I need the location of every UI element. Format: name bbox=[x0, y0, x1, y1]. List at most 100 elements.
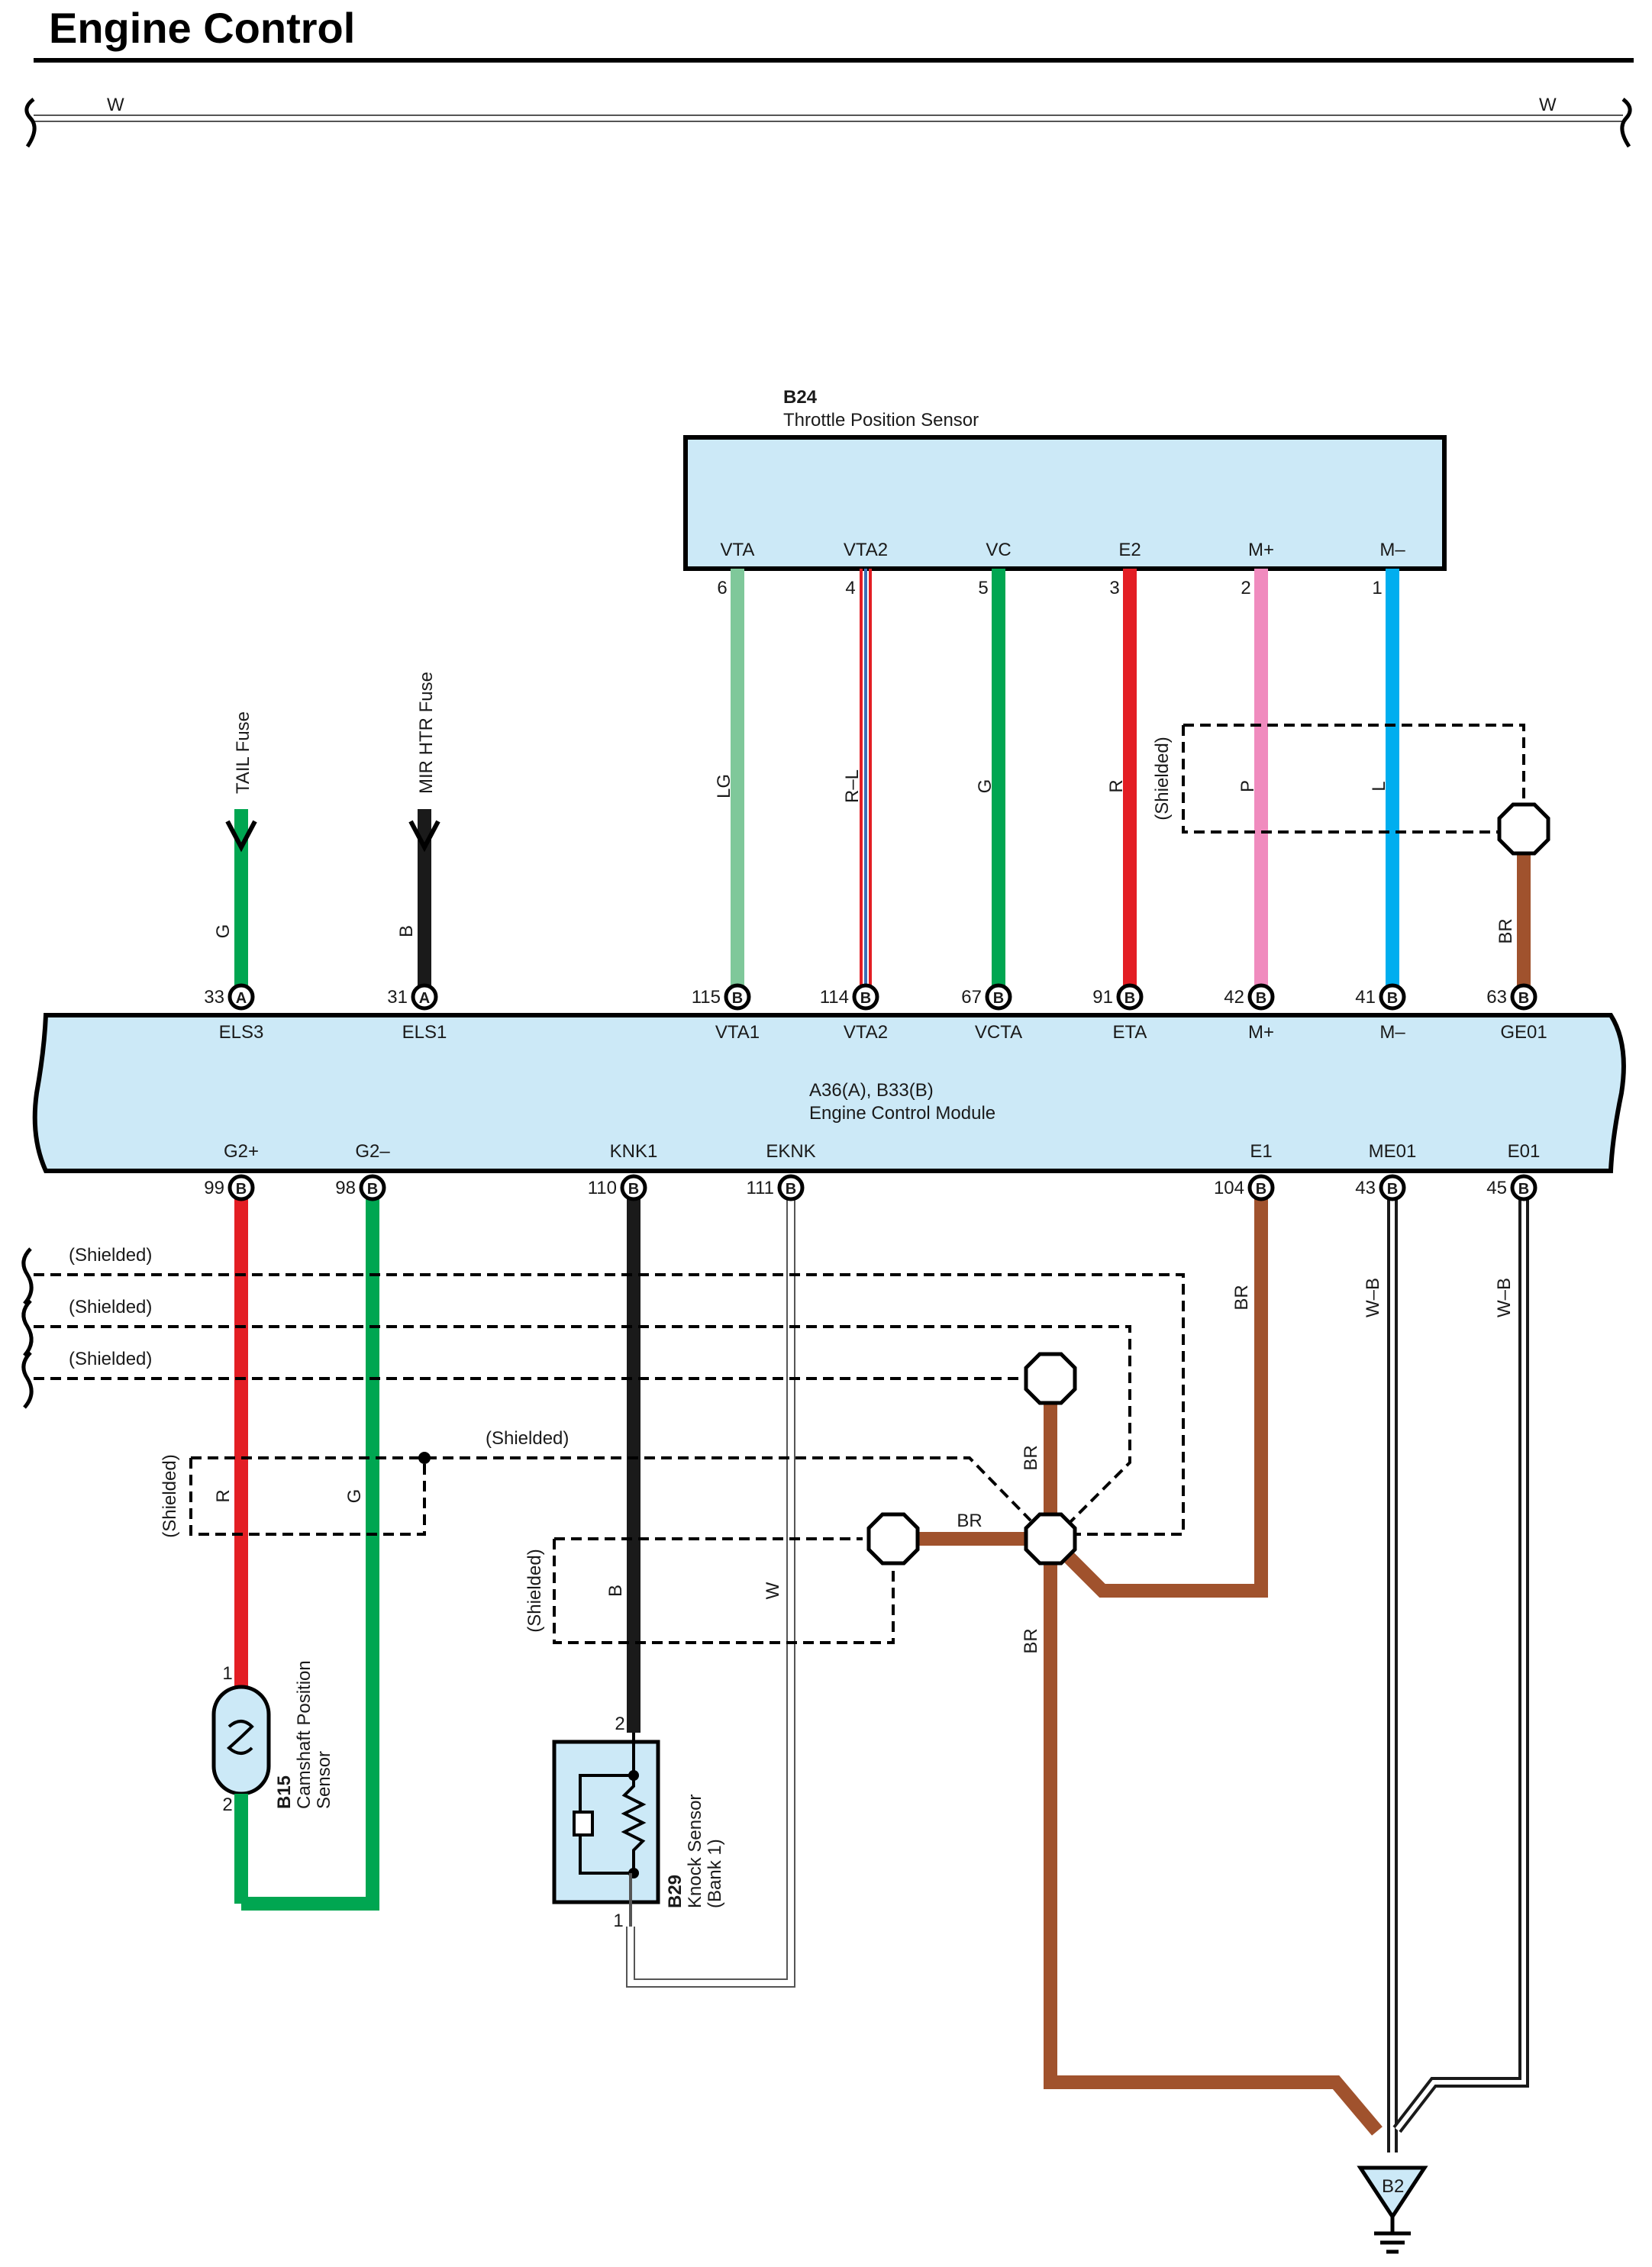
ecm-bottom-pin-label: E1 bbox=[1250, 1141, 1272, 1162]
ground-code: B2 bbox=[1382, 2176, 1404, 2197]
cam-sensor-name: Sensor bbox=[314, 1751, 334, 1809]
connector-pin bbox=[227, 1174, 255, 1201]
tps-wire-color: L bbox=[1369, 781, 1389, 791]
tps-pin-label: VTA2 bbox=[844, 540, 888, 560]
ecm-top-pin-number: 115 bbox=[692, 987, 721, 1008]
tps-pin-number: 1 bbox=[1372, 578, 1382, 598]
connector-letter: A bbox=[419, 990, 430, 1007]
tps-pin-number: 2 bbox=[1241, 578, 1250, 598]
shield-ground-ge01 bbox=[1497, 802, 1550, 856]
connector-letter: B bbox=[1518, 990, 1529, 1007]
tps-pin-label: M– bbox=[1379, 540, 1405, 560]
knock-sensor-pin: 2 bbox=[615, 1714, 624, 1734]
connector-pin bbox=[1510, 983, 1537, 1011]
ecm-top-pin-label: M– bbox=[1379, 1022, 1405, 1043]
ecm-top-pin-number: 31 bbox=[387, 987, 408, 1008]
wire-color-r: R bbox=[213, 1489, 234, 1502]
connector-letter: B bbox=[367, 1181, 378, 1198]
connector-letter: A bbox=[236, 990, 247, 1007]
knock-sensor-name: (Bank 1) bbox=[705, 1839, 725, 1908]
connector-letter: B bbox=[628, 1181, 639, 1198]
wire-color-b: B bbox=[396, 925, 417, 937]
ecm-top-pin-number: 63 bbox=[1486, 987, 1507, 1008]
ecm-name: Engine Control Module bbox=[809, 1103, 995, 1124]
connector-pin bbox=[724, 983, 751, 1011]
ecm-bottom-wires bbox=[234, 1188, 1529, 2153]
tps-pin-number: 4 bbox=[845, 578, 855, 598]
ecm-bottom-pin-number: 104 bbox=[1214, 1178, 1244, 1198]
connector-pin bbox=[411, 983, 438, 1011]
ecm-bottom-pin-label: E01 bbox=[1508, 1141, 1541, 1162]
knock-sensor-pin: 1 bbox=[613, 1911, 623, 1931]
shielded-label: (Shielded) bbox=[1152, 737, 1173, 820]
connector-letter: B bbox=[860, 990, 871, 1007]
connector-pin bbox=[620, 1174, 647, 1201]
page-title: Engine Control bbox=[49, 4, 355, 52]
ecm-top-pin-label: VCTA bbox=[975, 1022, 1022, 1043]
wire-color-br: BR bbox=[957, 1511, 982, 1531]
knock-sensor bbox=[552, 1733, 660, 1927]
connector-pin bbox=[227, 983, 255, 1011]
cam-sensor-code: B15 bbox=[274, 1775, 295, 1809]
ecm-bottom-pin-label: G2+ bbox=[224, 1141, 259, 1162]
knock-sensor-name: Knock Sensor bbox=[685, 1795, 705, 1908]
ecm-bottom-pin-label: ME01 bbox=[1369, 1141, 1417, 1162]
shield-pl bbox=[1182, 724, 1525, 834]
wire-wb-e01 bbox=[1395, 1188, 1526, 2131]
top-w-wire: W W bbox=[24, 95, 1632, 148]
connector-letter: B bbox=[1518, 1181, 1529, 1198]
wire-color-br: BR bbox=[1496, 918, 1516, 943]
cam-sensor-pin: 2 bbox=[222, 1795, 232, 1815]
wire-color-g: G bbox=[213, 924, 234, 939]
cam-sensor-name: Camshaft Position bbox=[294, 1660, 315, 1809]
shielded-label: (Shielded) bbox=[486, 1428, 569, 1449]
wire-color-wb: W–B bbox=[1363, 1278, 1383, 1317]
tps-pin-label: E2 bbox=[1118, 540, 1141, 560]
connector-letter: B bbox=[1387, 990, 1398, 1007]
tps-wires bbox=[731, 569, 1550, 997]
ecm-top-pin-number: 33 bbox=[204, 987, 224, 1008]
wire-br-ground bbox=[1044, 1539, 1383, 2136]
tps-pin-label: M+ bbox=[1248, 540, 1274, 560]
ecm-bottom-pin-number: 110 bbox=[588, 1178, 617, 1198]
top-wire-left-label: W bbox=[107, 95, 124, 115]
connector-pin bbox=[985, 983, 1012, 1011]
tps-pin-label: VTA bbox=[721, 540, 755, 560]
connector-pin bbox=[1379, 1174, 1406, 1201]
wire-g-g2m bbox=[241, 1188, 379, 1911]
ecm-top-pin-label: ETA bbox=[1113, 1022, 1147, 1043]
ecm-top-pin-label: GE01 bbox=[1500, 1022, 1547, 1043]
tps-wire-color: R–L bbox=[842, 769, 863, 803]
ecm-top-pin-number: 41 bbox=[1355, 987, 1376, 1008]
wire-color-br: BR bbox=[1231, 1285, 1252, 1310]
ecm-bottom-pin-number: 111 bbox=[747, 1178, 774, 1198]
tps-wire-color: P bbox=[1237, 780, 1258, 792]
shielded-label: (Shielded) bbox=[69, 1349, 152, 1369]
wire-color-b: B bbox=[605, 1585, 626, 1597]
tps-pin-number: 5 bbox=[978, 578, 988, 598]
tps-wire-color: LG bbox=[714, 774, 734, 798]
connector-pin bbox=[1247, 983, 1275, 1011]
connector-pin bbox=[1116, 983, 1144, 1011]
ecm-top-pin-label: VTA2 bbox=[844, 1022, 888, 1043]
tps-pin-number: 3 bbox=[1109, 578, 1119, 598]
connector-letter: B bbox=[732, 990, 743, 1007]
shielded-label: (Shielded) bbox=[524, 1549, 545, 1632]
title-rule bbox=[34, 58, 1634, 63]
knock-sensor-code: B29 bbox=[665, 1875, 686, 1908]
connector-letter: B bbox=[1387, 1181, 1398, 1198]
shield-splice-dot bbox=[418, 1452, 431, 1464]
ecm-bottom-pin-label: KNK1 bbox=[610, 1141, 658, 1162]
wire-color-wb: W–B bbox=[1494, 1278, 1515, 1317]
connector-pin bbox=[1510, 1174, 1537, 1201]
wire-color-g: G bbox=[344, 1489, 365, 1504]
shield-grounds bbox=[866, 1352, 1077, 1566]
tps-wire-color: R bbox=[1106, 779, 1127, 792]
cam-sensor-pin: 1 bbox=[222, 1663, 232, 1684]
ecm-top-pin-number: 91 bbox=[1092, 987, 1113, 1008]
shield-left-brackets bbox=[21, 1247, 34, 1409]
connector-pin bbox=[777, 1174, 805, 1201]
